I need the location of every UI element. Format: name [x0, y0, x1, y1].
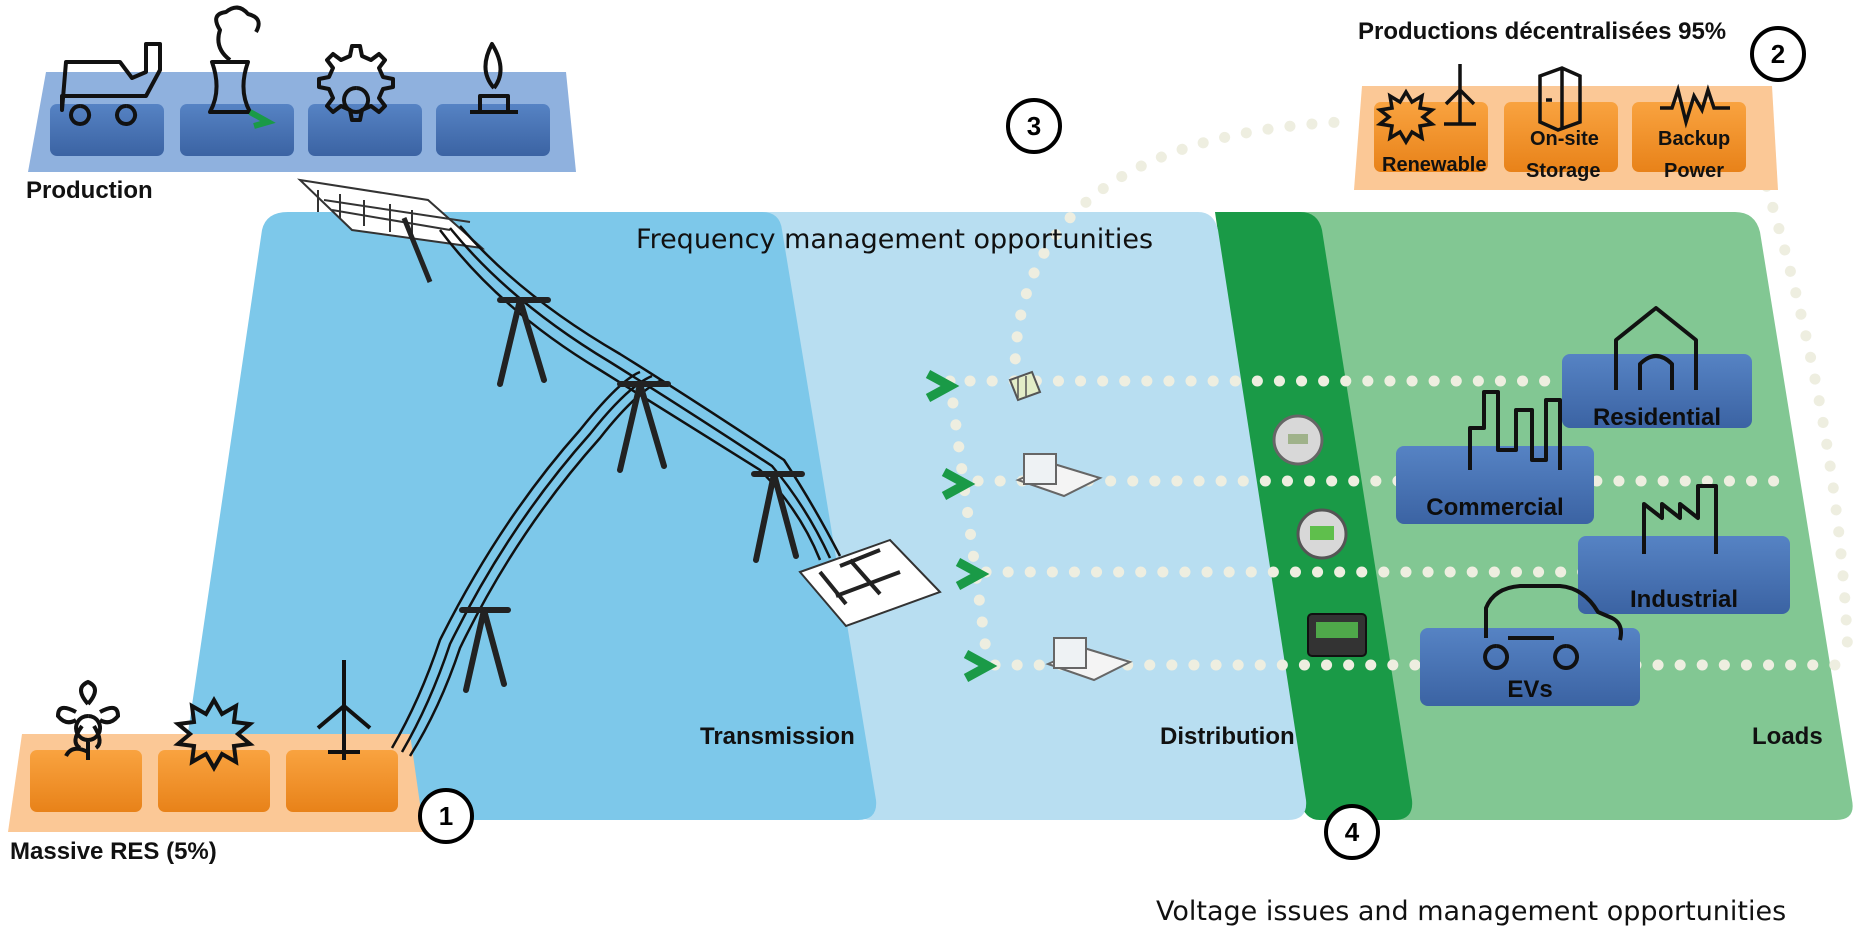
dotted-line-vertical [944, 375, 994, 671]
meters [1272, 414, 1367, 657]
dotted-lines [944, 116, 1854, 671]
dotted-line-to-decentral [1009, 116, 1346, 387]
sun-icon [173, 695, 255, 773]
green-check-icon [248, 109, 276, 129]
backup-signal-icon [1660, 83, 1730, 129]
tile-gas [436, 104, 550, 156]
cooling-tower-icon [208, 5, 261, 114]
gear-icon [317, 44, 395, 122]
badge-2: 2 [1750, 26, 1806, 82]
pylon-icon [751, 471, 805, 563]
load-residential-label: Residential [1592, 404, 1722, 431]
load-tiles [1396, 306, 1790, 706]
tile-gear [308, 104, 422, 156]
flame-icon [470, 42, 518, 114]
tile-commercial [1396, 446, 1594, 524]
small-turbine-icon [1444, 64, 1476, 126]
controller-icon [1307, 613, 1367, 657]
dist-substation-icon [1015, 453, 1103, 498]
distribution-zone [742, 212, 1307, 820]
car-icon [1483, 584, 1623, 670]
pylons [459, 297, 805, 693]
zone-loads-label: Loads [1752, 723, 1823, 750]
dist-substations [1008, 370, 1133, 682]
tile-nuclear [180, 104, 294, 156]
decentral-onsite-label: On-site [1530, 128, 1599, 150]
decentral-storage-label: Storage [1526, 160, 1601, 182]
house-icon [1614, 306, 1698, 390]
tile-residential [1562, 354, 1752, 428]
decentral-renewable-label: Renewable [1382, 154, 1487, 176]
green-arrows [925, 370, 998, 682]
tile-sun [158, 750, 270, 812]
truck-icon [60, 42, 162, 126]
pylon-icon [497, 297, 551, 387]
substation-mid-icon [798, 538, 942, 628]
badge-4: 4 [1324, 804, 1380, 860]
badge-3: 3 [1006, 98, 1062, 154]
production-group [28, 5, 576, 172]
dist-substation-icon [1045, 637, 1133, 682]
massive-res-label: Massive RES (5%) [10, 838, 217, 865]
tile-coal-truck [50, 104, 164, 156]
zone-distribution-label: Distribution [1160, 723, 1295, 750]
res-group [8, 660, 424, 832]
load-commercial-label: Commercial [1426, 494, 1564, 521]
zone-transmission-label: Transmission [700, 723, 855, 750]
voltage-label: Voltage issues and management opportunit… [1156, 896, 1787, 927]
frequency-label: Frequency management opportunities [636, 224, 1154, 255]
office-buildings-icon [1468, 390, 1562, 470]
dotted-line-right-arc [1754, 159, 1854, 666]
arrow-evs-icon [963, 650, 998, 682]
load-industrial-label: Industrial [1629, 586, 1738, 613]
dist-substation-icon [1008, 370, 1042, 402]
substation-top-icon [297, 178, 486, 283]
small-sun-icon [1375, 88, 1437, 146]
digital-meter-icon [1296, 508, 1348, 560]
pylon-icon [459, 607, 511, 693]
arrow-residential-icon [925, 370, 960, 402]
transmission-zone [177, 212, 877, 820]
production-label: Production [26, 177, 153, 204]
tile-wind [286, 750, 398, 812]
smart-meter-icon [1272, 414, 1324, 466]
tile-backup [1632, 102, 1746, 172]
tile-storage [1504, 102, 1618, 172]
storage-cabinet-icon [1538, 66, 1582, 132]
badge-1: 1 [418, 788, 474, 844]
decentral-power-label: Power [1664, 160, 1725, 182]
load-evs-label: EVs [1507, 676, 1553, 703]
decentral-backup-label: Backup [1658, 128, 1731, 150]
factory-icon [1642, 484, 1718, 554]
tile-flower [30, 750, 142, 812]
tile-evs [1420, 628, 1640, 706]
decentralized-label: Productions décentralisées 95% [1358, 18, 1727, 45]
arrow-industrial-icon [955, 558, 990, 590]
decentral-group [1354, 64, 1778, 190]
pylon-icon [617, 381, 671, 473]
wind-turbine-icon [316, 660, 372, 760]
flower-icon [55, 679, 121, 760]
zones [177, 212, 1853, 820]
arrow-commercial-icon [941, 468, 976, 500]
tile-industrial [1578, 536, 1790, 614]
